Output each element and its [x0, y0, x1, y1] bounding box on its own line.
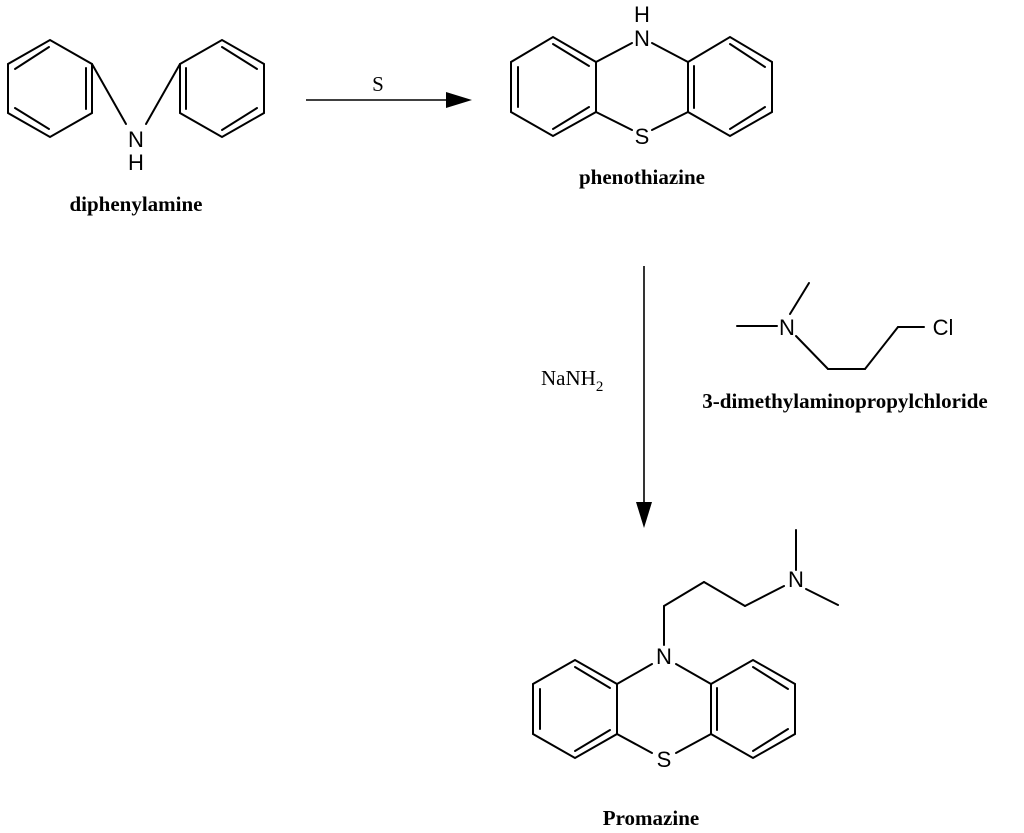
reaction-arrow-1 — [306, 92, 472, 108]
benzene-ring-right — [710, 658, 796, 760]
reaction-arrow-2 — [636, 266, 652, 528]
phenothiazine-structure: H N S — [510, 2, 773, 149]
diphenylamine-label: diphenylamine — [69, 192, 202, 216]
sulfur-atom: S — [635, 124, 650, 149]
diphenylamine-structure: N H — [7, 38, 265, 175]
benzene-ring-left — [510, 35, 597, 138]
benzene-ring-right — [687, 35, 773, 138]
nitrogen-atom: N — [788, 567, 804, 592]
dimethylaminopropylchloride-structure: N Cl — [736, 282, 954, 370]
hydrogen-atom: H — [634, 2, 650, 27]
reagent-sulfur: S — [372, 72, 384, 96]
promazine-structure: N S N — [532, 529, 839, 772]
hydrogen-atom: H — [128, 150, 144, 175]
benzene-ring-left — [532, 658, 618, 760]
nitrogen-atom: N — [779, 315, 795, 340]
nitrogen-atom: N — [656, 644, 672, 669]
promazine-label: Promazine — [603, 806, 699, 830]
reagent-name-label: 3-dimethylaminopropylchloride — [702, 389, 987, 413]
nitrogen-atom: N — [634, 26, 650, 51]
sulfur-atom: S — [657, 747, 672, 772]
phenothiazine-label: phenothiazine — [579, 165, 705, 189]
reagent-sodium-amide: NaNH2 — [541, 366, 603, 395]
benzene-ring-right — [179, 38, 265, 139]
nitrogen-atom: N — [128, 127, 144, 152]
chlorine-atom: Cl — [933, 315, 954, 340]
benzene-ring-left — [7, 38, 93, 139]
